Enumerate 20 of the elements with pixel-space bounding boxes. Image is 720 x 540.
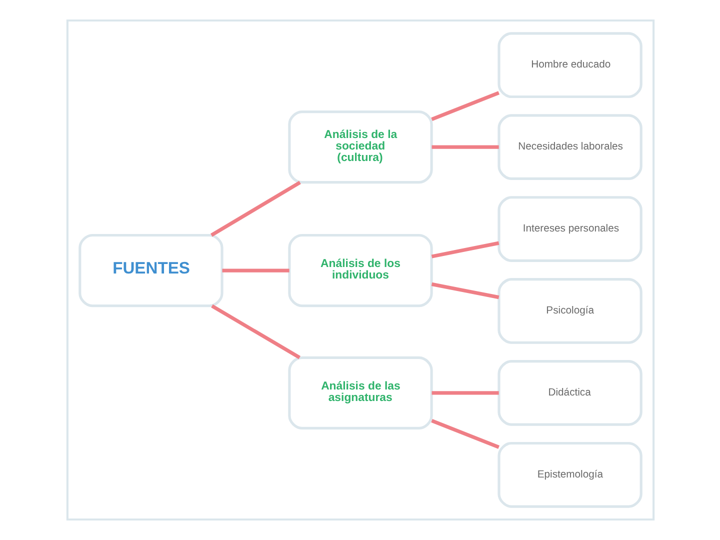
cluster xyxy=(66,19,654,521)
connector xyxy=(430,241,499,258)
node-box: Análisis de los individuos xyxy=(288,234,432,308)
connector xyxy=(210,304,300,360)
connector xyxy=(430,282,499,300)
node-box: Hombre educado xyxy=(497,32,642,98)
node-box: Didáctica xyxy=(497,360,642,426)
connector xyxy=(431,391,498,395)
connector xyxy=(430,418,499,449)
node-box: Epistemología xyxy=(497,442,642,508)
connector xyxy=(210,180,300,237)
node-box: Necesidades laborales xyxy=(497,114,642,180)
connector xyxy=(222,268,289,272)
node-box: FUENTES xyxy=(78,234,223,308)
node-box: Psicología xyxy=(497,278,642,344)
node-box: Intereses personales xyxy=(497,196,642,262)
connector xyxy=(430,91,499,122)
node-box: Análisis de las asignaturas xyxy=(288,356,432,430)
node-box: Análisis de la sociedad (cultura) xyxy=(288,110,432,184)
connector xyxy=(431,145,498,149)
